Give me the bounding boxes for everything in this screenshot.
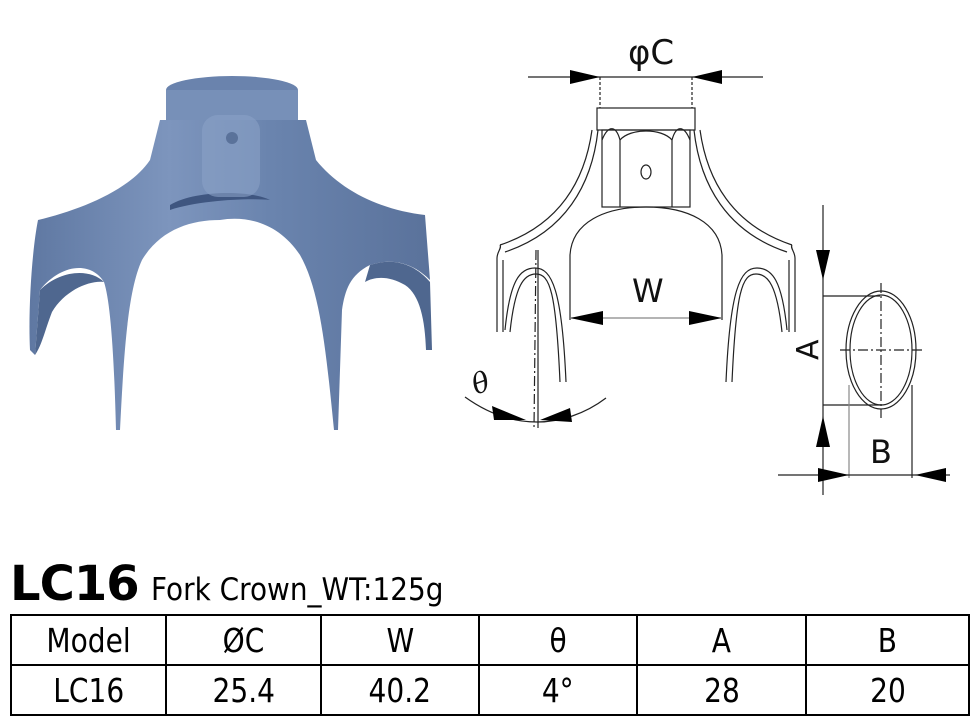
technical-drawing: φC W xyxy=(455,0,978,520)
header-cell-a: A xyxy=(636,614,807,666)
product-title: LC16 Fork Crown_WT:125g xyxy=(10,556,476,612)
product-photo xyxy=(20,50,450,440)
table-row: LC16 25.4 40.2 4° 28 20 xyxy=(10,664,970,716)
dim-label-diameter-c: φC xyxy=(628,33,674,73)
cell-theta: 4° xyxy=(478,664,638,716)
cell-width: 40.2 xyxy=(320,664,480,716)
fork-crown-image xyxy=(29,76,432,430)
header-cell-model: Model xyxy=(10,614,167,666)
header-cell-width: W xyxy=(320,614,480,666)
product-description: Fork Crown_WT:125g xyxy=(150,572,444,608)
dim-label-theta: θ xyxy=(467,365,494,402)
cell-b: 20 xyxy=(805,664,970,716)
model-code: LC16 xyxy=(10,556,140,612)
cell-a: 28 xyxy=(636,664,807,716)
dim-label-b: B xyxy=(870,433,892,471)
dim-label-width: W xyxy=(632,272,664,310)
cell-diameter-c: 25.4 xyxy=(165,664,322,716)
header-cell-b: B xyxy=(805,614,970,666)
table-header-row: Model ØC W θ A B xyxy=(10,614,970,666)
dim-label-a: A xyxy=(791,339,826,360)
header-cell-theta: θ xyxy=(478,614,638,666)
spec-table: Model ØC W θ A B LC16 25.4 40.2 4° 28 20 xyxy=(10,614,970,716)
cell-model: LC16 xyxy=(10,664,167,716)
header-cell-diameter-c: ØC xyxy=(165,614,322,666)
